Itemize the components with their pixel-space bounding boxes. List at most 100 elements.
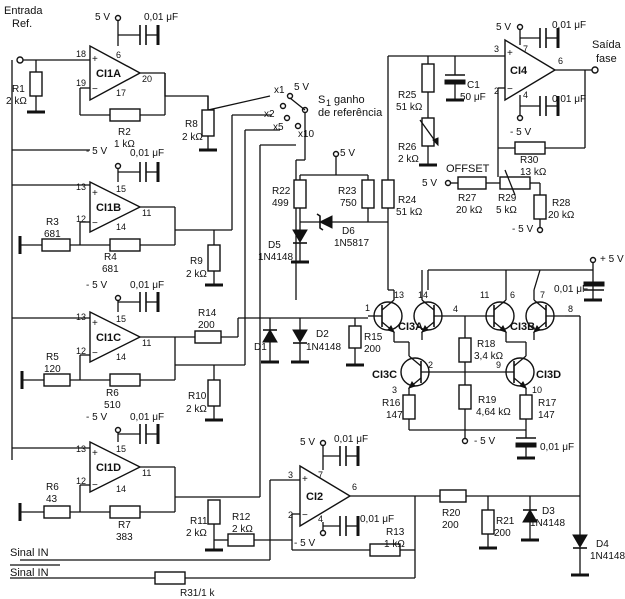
resistor-r31 xyxy=(154,571,186,585)
pin-6: 6 xyxy=(116,50,121,60)
pin-14: 14 xyxy=(116,484,126,494)
ci1b-plus: + xyxy=(92,188,98,199)
ci2-neg-supply: - 5 V xyxy=(294,538,315,549)
r8-value: 2 kΩ xyxy=(182,132,203,143)
d3-value: 1N4148 xyxy=(530,518,565,529)
opamp-ci1b: CI1B 13 12 15 11 14 + − R3 681 R4 681 - … xyxy=(12,146,176,275)
r27-value: 20 kΩ xyxy=(456,205,483,216)
r13-label: R13 xyxy=(386,527,405,538)
pin-13: 13 xyxy=(76,182,86,192)
opamp-ci1a: CI1A 18 19 6 20 17 + − R2 1 kΩ 5 V 0,01 … xyxy=(76,12,178,150)
pin-6: 6 xyxy=(558,56,563,66)
resistor-r25 xyxy=(421,63,435,93)
d3-label: D3 xyxy=(542,506,555,517)
r4-value: 681 xyxy=(102,264,119,275)
pin-2: 2 xyxy=(494,86,499,96)
pin-10: 10 xyxy=(532,385,542,395)
r16-label: R16 xyxy=(382,398,401,409)
resistor-r11 xyxy=(207,499,221,525)
d1-label: D1 xyxy=(254,342,267,353)
resistor-r12 xyxy=(227,533,255,547)
ci1c-label: CI1C xyxy=(96,332,121,344)
r3-label: R3 xyxy=(46,217,59,228)
pin-1: 1 xyxy=(365,303,370,313)
r5-label: R5 xyxy=(46,352,59,363)
pin-7: 7 xyxy=(540,290,545,300)
resistor-r7 xyxy=(109,505,141,519)
r21-label: R21 xyxy=(496,516,515,527)
r29-value: 5 kΩ xyxy=(496,205,517,216)
ci2-label: CI2 xyxy=(306,491,323,503)
resistor-r19 xyxy=(458,384,472,410)
ci2-supply: 5 V xyxy=(300,437,315,448)
ci1b-label: CI1B xyxy=(96,202,121,214)
supply-terminal xyxy=(114,294,122,302)
r6-label: R6 xyxy=(106,388,119,399)
r18-label: R18 xyxy=(477,339,496,350)
pin-14: 14 xyxy=(116,222,126,232)
offset-supply: 5 V xyxy=(422,178,437,189)
resistor-r2 xyxy=(109,108,141,122)
r24-value: 51 kΩ xyxy=(396,207,423,218)
r10-label: R10 xyxy=(188,391,207,402)
ci1a-cap: 0,01 μF xyxy=(144,12,178,23)
switch-x2: x2 xyxy=(264,109,275,120)
switch-x5: x5 xyxy=(273,122,284,133)
ci3d-label: CI3D xyxy=(536,369,561,381)
ci1c-cap: 0,01 μF xyxy=(130,280,164,291)
d2-label: D2 xyxy=(316,329,329,340)
supply-terminal xyxy=(114,162,122,170)
pin-6: 6 xyxy=(510,290,515,300)
resistor-r18 xyxy=(458,337,472,363)
d6-label: D6 xyxy=(342,226,355,237)
r2-value: 1 kΩ xyxy=(114,139,135,150)
r5-value: 120 xyxy=(44,364,61,375)
ci1b-supply: - 5 V xyxy=(86,146,107,157)
r9-label: R9 xyxy=(190,256,203,267)
pin-15: 15 xyxy=(116,184,126,194)
pin-4: 4 xyxy=(318,514,323,524)
resistor-r23 xyxy=(361,179,375,209)
rail-cap: 0,01 μF xyxy=(554,284,588,295)
ci2-plus: + xyxy=(302,474,308,485)
r23-value: 750 xyxy=(340,198,357,209)
pin-11: 11 xyxy=(480,290,489,300)
ci3c-label: CI3C xyxy=(372,369,397,381)
resistor-r29 xyxy=(499,176,531,190)
c1-label: C1 xyxy=(467,80,480,91)
r4-label: R4 xyxy=(104,252,117,263)
switch-s1[interactable]: x1 x2 x5 x10 5 V S 1 ganho de referência xyxy=(264,82,383,161)
r25-label: R25 xyxy=(398,90,417,101)
input-section: Entrada Ref. R1 2 kΩ xyxy=(4,5,90,151)
resistor-r6 xyxy=(109,373,141,387)
r19-label: R19 xyxy=(478,395,497,406)
ci1d-minus: − xyxy=(92,480,98,491)
r27-label: R27 xyxy=(458,193,477,204)
r1-value: 2 kΩ xyxy=(6,96,27,107)
ci2-minus: − xyxy=(302,510,308,521)
pin-11: 11 xyxy=(142,338,151,348)
r3-value: 681 xyxy=(44,229,61,240)
resistor-r15 xyxy=(348,325,362,349)
switch-ref-label: de referência xyxy=(318,107,383,119)
r28-label: R28 xyxy=(552,198,571,209)
r11-label: R11 xyxy=(190,516,208,527)
r12-value: 2 kΩ xyxy=(232,524,253,535)
label-sinal-in: Sinal IN xyxy=(10,547,49,559)
ci4-cap2: 0,01 μF xyxy=(552,94,586,105)
ci2-cap: 0,01 μF xyxy=(334,434,368,445)
label-fase: fase xyxy=(596,53,617,65)
switch-s1-subscript: 1 xyxy=(326,98,331,108)
r2-label: R2 xyxy=(118,127,131,138)
ci1c-plus: + xyxy=(92,318,98,329)
r30-label: R30 xyxy=(520,155,539,166)
r22-label: R22 xyxy=(272,186,291,197)
pin-3: 3 xyxy=(494,44,499,54)
opamp-ci1d: CI1D 13 12 15 11 14 + − R6 43 R7 383 - 5… xyxy=(12,412,176,543)
r14-value: 200 xyxy=(198,320,215,331)
r26-value: 2 kΩ xyxy=(398,154,419,165)
r19-value: 4,64 kΩ xyxy=(476,407,511,418)
pin-12: 12 xyxy=(76,346,86,356)
r7-label: R7 xyxy=(118,520,131,531)
label-sinal-in-bar: Sinal IN xyxy=(10,567,49,579)
